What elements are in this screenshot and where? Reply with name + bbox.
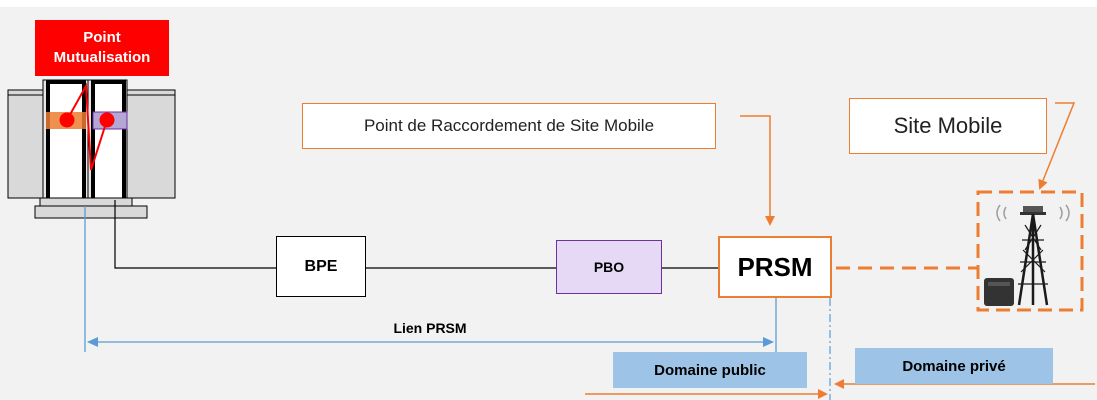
diagram-background — [0, 7, 1097, 400]
site-callout-arrow — [1038, 102, 1076, 190]
domaine-public-label: Domaine public — [613, 352, 807, 388]
domaine-prive-label: Domaine privé — [855, 348, 1053, 384]
site-mobile-callout: Site Mobile — [849, 98, 1047, 154]
lien-prsm-label: Lien PRSM — [393, 320, 467, 336]
point-mutualisation-label: Point Mutualisation — [35, 20, 169, 76]
fibre-link-pm-bpe — [114, 200, 276, 269]
prsm-callout: Point de Raccordement de Site Mobile — [302, 103, 716, 149]
prsm-node: PRSM — [718, 236, 832, 298]
cell-tower-icon — [976, 190, 1084, 312]
bpe-node: BPE — [276, 236, 366, 297]
pbo-node: PBO — [556, 240, 662, 294]
prsm-callout-arrow — [740, 115, 775, 226]
point-mutualisation-cabinet-icon — [7, 79, 176, 219]
